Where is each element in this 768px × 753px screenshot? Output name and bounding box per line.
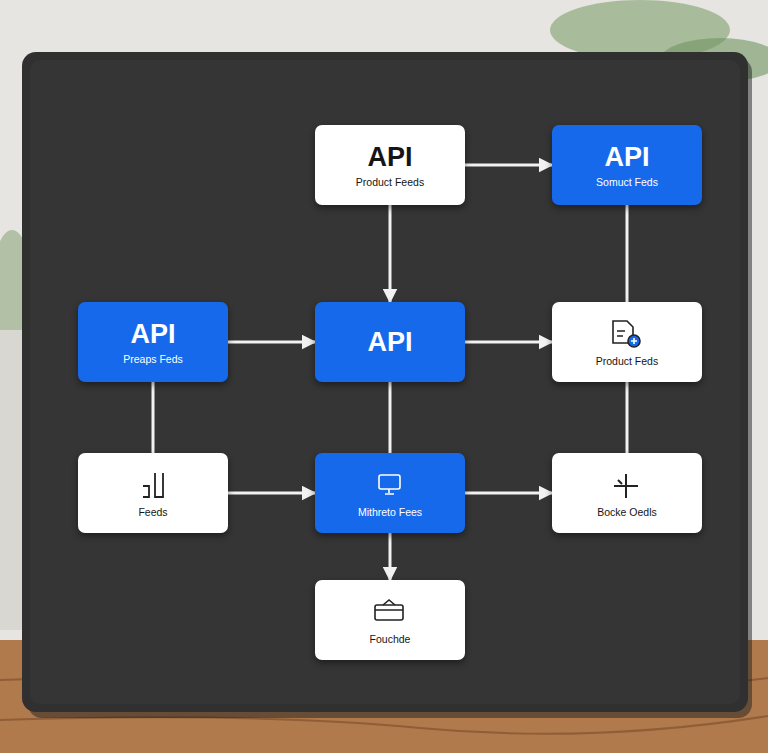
box-title: API [130,318,175,350]
feed-box: Feeds [78,453,228,533]
feed-box: Product Feds [552,302,702,382]
slate-surface [30,60,740,704]
flow-arrow [465,164,552,167]
slate-shadow [28,58,752,718]
api-box: API Preaps Feds [78,302,228,382]
connector-line [152,382,155,453]
api-box: Mithreto Fees [315,453,465,533]
feed-icon [143,473,163,497]
box-label: Somuct Feds [596,175,658,189]
flow-arrow [465,341,552,344]
box-title: API [367,326,412,358]
slate-board [22,52,748,712]
flow-arrow [465,492,552,495]
monitor-icon [379,475,400,494]
feed-box: API Product Feeds [315,125,465,205]
box-label: Feeds [138,505,167,519]
box-title: API [367,141,412,173]
connector-line [389,382,392,453]
connector-line [626,205,629,302]
feed-box: Fouchde [315,580,465,660]
flow-arrow [228,492,315,495]
document-icon [613,321,640,347]
cross-icon [614,474,638,498]
box-label: Bocke Oedls [597,505,657,519]
box-label: Mithreto Fees [358,505,422,519]
box-label: Product Feeds [356,175,424,189]
api-box: API [315,302,465,382]
flow-arrow [389,533,392,580]
box-title: API [604,141,649,173]
box-label: Product Feds [596,354,658,368]
connector-line [626,382,629,453]
flow-arrow [228,341,315,344]
box-label: Preaps Feds [123,352,183,366]
flow-arrow [389,205,392,302]
feed-box: Bocke Oedls [552,453,702,533]
gift-icon [375,600,403,620]
api-box: API Somuct Feds [552,125,702,205]
box-label: Fouchde [370,632,411,646]
